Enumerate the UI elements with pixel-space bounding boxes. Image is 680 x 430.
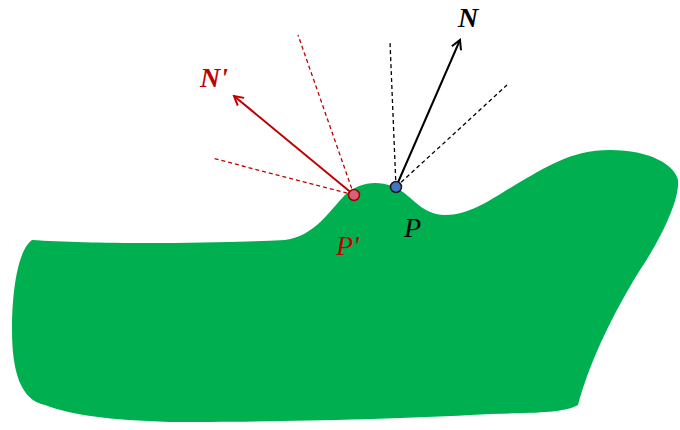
point-label: P <box>404 214 421 242</box>
point-dot <box>349 190 360 201</box>
point-label: N <box>458 4 478 32</box>
point-dot <box>391 182 402 193</box>
surface-blob <box>12 150 678 422</box>
normal-arrow <box>234 96 354 195</box>
point-label: N' <box>200 64 228 92</box>
point-label: P' <box>336 232 359 260</box>
cone-edge <box>390 42 396 187</box>
normal-arrow <box>396 40 460 187</box>
cone-edge <box>396 85 507 187</box>
